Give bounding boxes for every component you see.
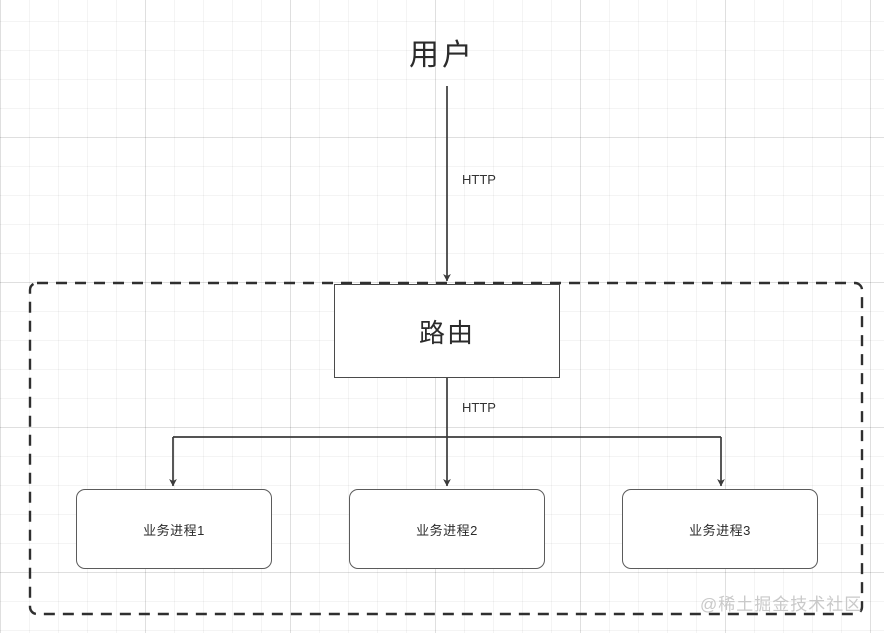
- watermark: @稀土掘金技术社区: [700, 595, 863, 614]
- node-business-process-3-label: 业务进程3: [689, 522, 751, 538]
- edge-label-http-middle: HTTP: [462, 400, 496, 415]
- node-router[interactable]: 路由: [334, 284, 560, 378]
- node-user-label: 用户: [409, 39, 475, 72]
- node-business-process-1[interactable]: 业务进程1: [76, 489, 272, 569]
- node-router-label: 路由: [418, 317, 475, 348]
- node-business-process-1-label: 业务进程1: [143, 522, 205, 538]
- node-business-process-3[interactable]: 业务进程3: [622, 489, 818, 569]
- node-business-process-2-label: 业务进程2: [416, 522, 478, 538]
- edge-label-http-top: HTTP: [462, 172, 496, 187]
- node-business-process-2[interactable]: 业务进程2: [349, 489, 545, 569]
